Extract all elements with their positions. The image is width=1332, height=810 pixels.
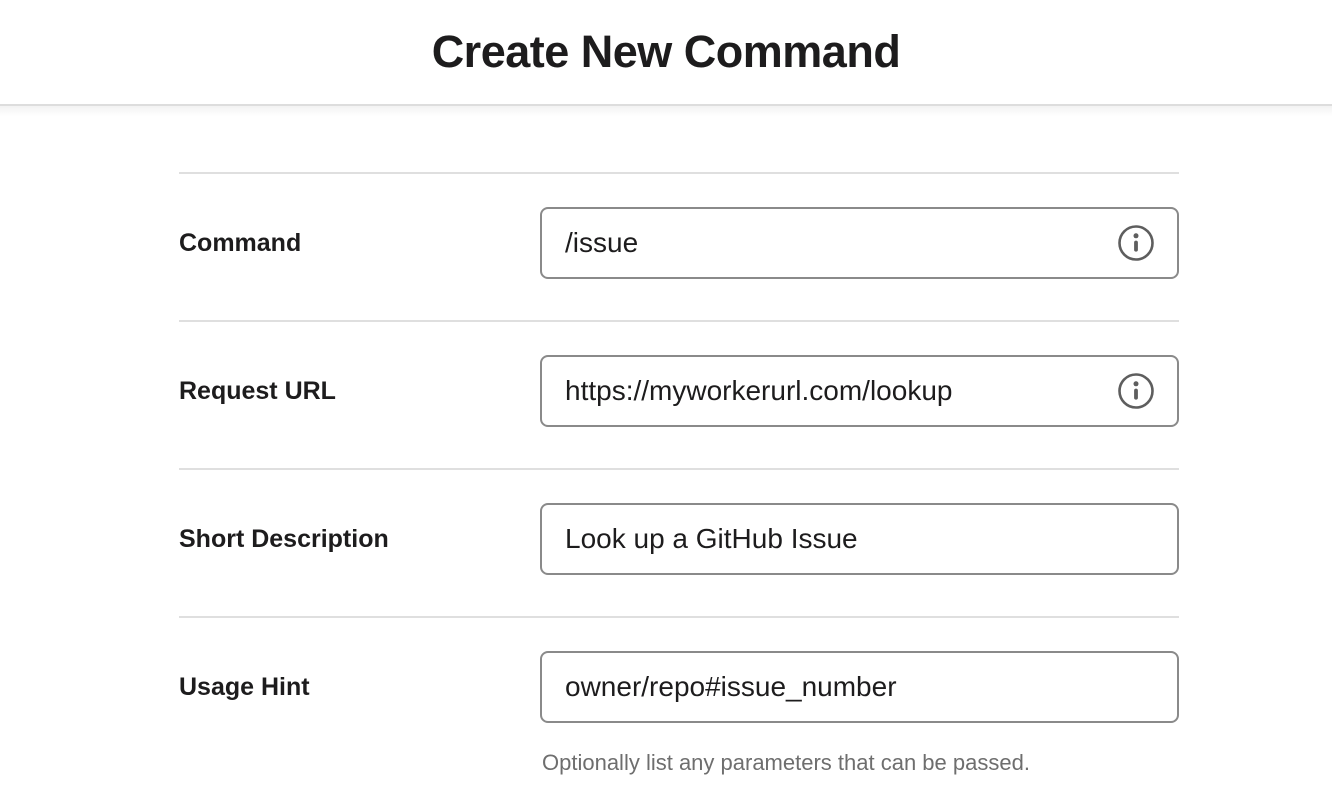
page-title: Create New Command (431, 26, 901, 77)
usage-hint-helper-text: Optionally list any parameters that can … (542, 750, 1030, 775)
command-input[interactable] (540, 207, 1179, 279)
request-url-control (540, 355, 1179, 427)
short-description-label: Short Description (179, 525, 389, 553)
field-row-short-description: Short Description (179, 468, 1179, 616)
request-url-input[interactable] (540, 355, 1179, 427)
short-description-control (540, 503, 1179, 575)
header-shadow (0, 106, 1332, 116)
request-url-input-wrap (540, 355, 1179, 427)
command-control (540, 207, 1179, 279)
field-row-usage-hint: Usage Hint Optionally list any parameter… (179, 616, 1179, 810)
usage-hint-control: Optionally list any parameters that can … (540, 651, 1179, 777)
short-description-input-wrap (540, 503, 1179, 575)
create-command-form: Command Request URL (179, 172, 1179, 810)
field-row-request-url: Request URL (179, 320, 1179, 468)
page-header: Create New Command (0, 0, 1332, 106)
field-row-command: Command (179, 172, 1179, 320)
usage-hint-label: Usage Hint (179, 673, 310, 701)
request-url-label: Request URL (179, 377, 336, 405)
info-icon[interactable] (1117, 224, 1155, 262)
usage-hint-input[interactable] (540, 651, 1179, 723)
command-label: Command (179, 229, 302, 257)
command-input-wrap (540, 207, 1179, 279)
usage-hint-input-wrap (540, 651, 1179, 723)
info-icon[interactable] (1117, 372, 1155, 410)
short-description-input[interactable] (540, 503, 1179, 575)
